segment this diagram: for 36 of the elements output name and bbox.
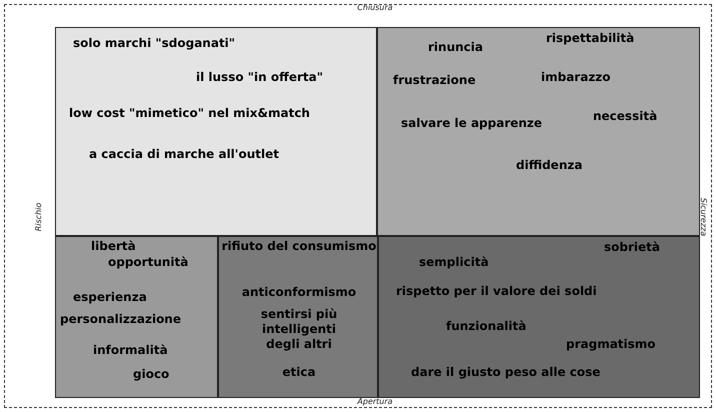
axis-label: Rischio <box>34 202 44 234</box>
quadrant-panel <box>377 27 700 236</box>
keyword-text: il lusso "in offerta" <box>196 70 323 85</box>
keyword-text: frustrazione <box>393 73 476 88</box>
keyword-text: low cost "mimetico" nel mix&match <box>69 106 310 121</box>
quadrant-panel <box>55 27 377 236</box>
keyword-text: libertà <box>91 239 136 254</box>
keyword-text: salvare le apparenze <box>401 116 542 131</box>
axis-label: Apertura <box>356 397 394 407</box>
keyword-text: personalizzazione <box>60 312 181 327</box>
quadrant-panel <box>378 236 700 398</box>
keyword-text: informalità <box>93 343 168 358</box>
keyword-text: dare il giusto peso alle cose <box>411 365 600 380</box>
keyword-text: rinuncia <box>428 40 483 55</box>
keyword-text: pragmatismo <box>566 337 656 352</box>
keyword-text: semplicità <box>419 255 489 270</box>
keyword-text: etica <box>281 365 317 380</box>
keyword-text: sentirsi più intelligenti degli altri <box>260 307 338 352</box>
keyword-text: sobrietà <box>604 240 660 255</box>
keyword-text: diffidenza <box>516 158 582 173</box>
keyword-text: opportunità <box>108 255 188 270</box>
keyword-text: imbarazzo <box>541 70 611 85</box>
keyword-text: esperienza <box>73 290 147 305</box>
keyword-text: solo marchi "sdoganati" <box>73 36 236 51</box>
quadrant-panel <box>55 236 218 398</box>
keyword-text: gioco <box>133 367 170 382</box>
keyword-text: rispettabilità <box>546 31 634 46</box>
keyword-text: anticonformismo <box>240 285 358 300</box>
keyword-text: rispetto per il valore dei soldi <box>396 284 597 299</box>
axis-label: Sicurezza <box>698 196 708 238</box>
keyword-text: necessità <box>593 109 658 124</box>
keyword-text: funzionalità <box>446 319 526 334</box>
axis-label: Chiusura <box>356 3 394 13</box>
keyword-text: rifiuto del consumismo <box>220 239 378 254</box>
keyword-text: a caccia di marche all'outlet <box>89 147 279 162</box>
quadrant-panel <box>218 236 378 398</box>
